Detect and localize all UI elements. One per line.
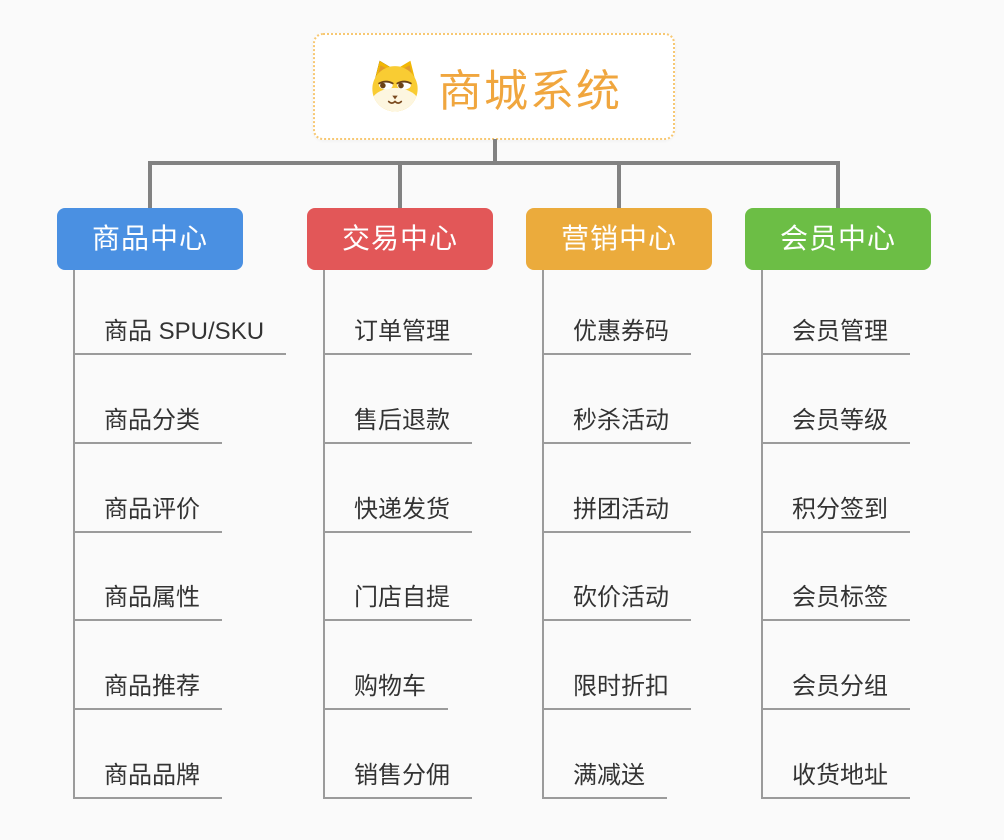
leaf-node[interactable]: 门店自提 bbox=[323, 577, 472, 621]
branch-children-trade-center: 订单管理售后退款快递发货门店自提购物车销售分佣 bbox=[323, 270, 563, 810]
leaf-node[interactable]: 商品 SPU/SKU bbox=[73, 311, 287, 355]
branch-node-member-center[interactable]: 会员中心 bbox=[745, 208, 931, 270]
connector-horizontal bbox=[148, 161, 840, 165]
leaf-node[interactable]: 商品评价 bbox=[73, 489, 222, 533]
leaf-node[interactable]: 优惠券码 bbox=[542, 311, 691, 355]
branch-node-product-center[interactable]: 商品中心 bbox=[57, 208, 243, 270]
leaf-node[interactable]: 商品属性 bbox=[73, 577, 222, 621]
leaf-node[interactable]: 售后退款 bbox=[323, 400, 472, 444]
branch-children-product-center: 商品 SPU/SKU 商品分类商品评价商品属性商品推荐商品品牌 bbox=[73, 270, 313, 810]
leaf-node[interactable]: 砍价活动 bbox=[542, 577, 691, 621]
leaf-node[interactable]: 积分签到 bbox=[761, 489, 910, 533]
branch-node-trade-center[interactable]: 交易中心 bbox=[307, 208, 493, 270]
branch-vertical-line bbox=[542, 270, 544, 799]
leaf-node[interactable]: 限时折扣 bbox=[542, 666, 691, 710]
leaf-node[interactable]: 会员等级 bbox=[761, 400, 910, 444]
dog-face-icon bbox=[366, 58, 424, 116]
leaf-node[interactable]: 秒杀活动 bbox=[542, 400, 691, 444]
leaf-node[interactable]: 销售分佣 bbox=[323, 755, 472, 799]
leaf-node[interactable]: 订单管理 bbox=[323, 311, 472, 355]
leaf-node[interactable]: 商品品牌 bbox=[73, 755, 222, 799]
leaf-node[interactable]: 商品分类 bbox=[73, 400, 222, 444]
leaf-node[interactable]: 会员分组 bbox=[761, 666, 910, 710]
leaf-node[interactable]: 商品推荐 bbox=[73, 666, 222, 710]
connector-drop-4 bbox=[836, 161, 840, 210]
root-node[interactable]: 商城系统 bbox=[313, 33, 675, 140]
leaf-node[interactable]: 拼团活动 bbox=[542, 489, 691, 533]
leaf-node[interactable]: 满减送 bbox=[542, 755, 667, 799]
branch-children-member-center: 会员管理会员等级积分签到会员标签会员分组收货地址 bbox=[761, 270, 1001, 810]
connector-drop-2 bbox=[398, 161, 402, 210]
connector-drop-1 bbox=[148, 161, 152, 210]
branch-vertical-line bbox=[73, 270, 75, 799]
branch-vertical-line bbox=[761, 270, 763, 799]
leaf-node[interactable]: 会员管理 bbox=[761, 311, 910, 355]
connector-drop-3 bbox=[617, 161, 621, 210]
branch-children-marketing-center: 优惠券码秒杀活动拼团活动砍价活动限时折扣满减送 bbox=[542, 270, 782, 810]
leaf-node[interactable]: 快递发货 bbox=[323, 489, 472, 533]
branch-node-marketing-center[interactable]: 营销中心 bbox=[526, 208, 712, 270]
leaf-node[interactable]: 会员标签 bbox=[761, 577, 910, 621]
leaf-node[interactable]: 收货地址 bbox=[761, 755, 910, 799]
connector-root-stub bbox=[493, 139, 497, 163]
root-title: 商城系统 bbox=[438, 66, 622, 116]
leaf-node[interactable]: 购物车 bbox=[323, 666, 448, 710]
branch-vertical-line bbox=[323, 270, 325, 799]
